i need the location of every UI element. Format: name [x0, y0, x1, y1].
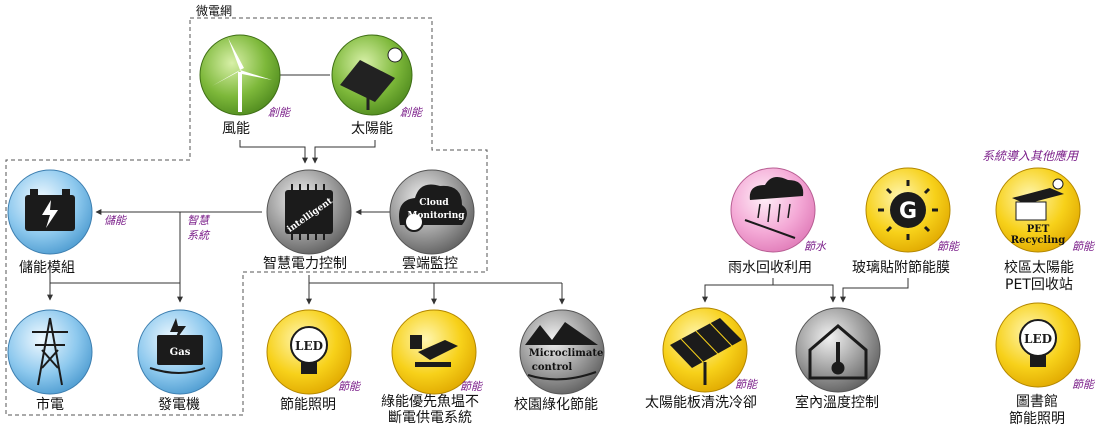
campus-green-label: 校園綠化節能 [514, 397, 598, 413]
library-label-line2: 節能照明 [1009, 411, 1065, 427]
pet-inner-line1: PET [1027, 224, 1050, 235]
microclimate-inner-line2: control [532, 362, 573, 373]
smart-control-node [266, 169, 352, 255]
generator-icon [149, 318, 206, 374]
storage-edge-tag: 儲能 [104, 214, 126, 227]
wind-label: 風能 [222, 121, 250, 137]
grid-node [7, 309, 93, 395]
glass-label: 玻璃貼附節能膜 [852, 260, 950, 276]
temp-node [795, 307, 881, 393]
campus-green-node [519, 309, 605, 395]
pet-inner-line2: Recycling [1011, 235, 1066, 246]
fish-node [391, 309, 477, 395]
microgrid-boundary [5, 17, 488, 416]
pet-node [995, 167, 1081, 253]
rain-tag: 節水 [804, 240, 826, 253]
header-tag: 系統導入其他應用 [982, 149, 1079, 163]
led-label: 節能照明 [280, 397, 336, 413]
mountain-icon [525, 322, 598, 345]
cloud-label: 雲端監控 [402, 256, 458, 272]
temp-label: 室內溫度控制 [795, 395, 879, 411]
cloud-inner-line2: Monitoring [407, 211, 465, 221]
solar-panel-icon [340, 47, 403, 110]
cloud-inner-line1: Cloud [419, 198, 449, 208]
panel-clean-node [662, 307, 748, 393]
solar-array-icon [670, 318, 742, 385]
smart-control-label: 智慧電力控制 [263, 256, 347, 272]
microclimate-inner-line1: Microclimate [529, 348, 604, 359]
library-tag: 節能 [1072, 378, 1094, 391]
glass-node: G [865, 167, 951, 253]
fish-label-line2: 斷電供電系統 [388, 410, 472, 426]
svg-text:G: G [899, 199, 917, 224]
grid-label: 市電 [36, 397, 64, 413]
wind-node [199, 34, 281, 116]
library-inner-text: LED [1024, 332, 1052, 346]
microgrid-title: 微電網 [196, 4, 233, 18]
magnifier-icon [404, 212, 424, 232]
solar-node [331, 34, 413, 116]
smart-system-tag-line1: 智慧 [187, 214, 209, 227]
rain-label: 雨水回收利用 [728, 260, 812, 276]
connectors [47, 74, 909, 305]
fish-tag: 節能 [460, 380, 482, 393]
panel-clean-tag: 節能 [735, 378, 757, 391]
cloud-node [389, 169, 475, 255]
generator-node [137, 309, 223, 395]
storage-node [7, 169, 93, 255]
led-inner-text: LED [295, 339, 323, 353]
generator-inner-text: Gas [170, 347, 191, 358]
rain-node [730, 167, 816, 253]
wind-tag: 創能 [268, 106, 290, 119]
panel-clean-label: 太陽能板清洗冷卻 [645, 395, 757, 411]
chip-icon [285, 184, 333, 240]
battery-icon [25, 189, 75, 231]
storage-label: 儲能模組 [19, 260, 75, 276]
glass-tag: 節能 [937, 240, 959, 253]
smart-system-tag-line2: 系統 [187, 229, 209, 242]
wind-turbine-icon [212, 38, 272, 112]
recycling-station-icon [1012, 178, 1064, 221]
generator-label: 發電機 [158, 397, 200, 413]
house-thermometer-icon [808, 324, 868, 380]
solar-tag: 創能 [400, 106, 422, 119]
led-tag: 節能 [338, 380, 360, 393]
fish-label-line1: 綠能優先魚塭不 [381, 394, 479, 410]
pet-label-line1: 校區太陽能 [1004, 260, 1074, 276]
power-tower-icon [32, 317, 68, 386]
rain-cloud-icon [744, 176, 804, 239]
pet-label-line2: PET回收站 [1005, 277, 1073, 293]
library-node [995, 302, 1081, 388]
pet-tag: 節能 [1072, 240, 1094, 253]
library-bulb-icon [1019, 319, 1057, 367]
bulb-icon [290, 326, 328, 374]
led-node [266, 309, 352, 395]
library-label-line1: 圖書館 [1016, 394, 1058, 410]
aerator-icon [410, 335, 458, 367]
sun-g-icon: G [878, 180, 938, 240]
solar-label: 太陽能 [351, 121, 393, 137]
